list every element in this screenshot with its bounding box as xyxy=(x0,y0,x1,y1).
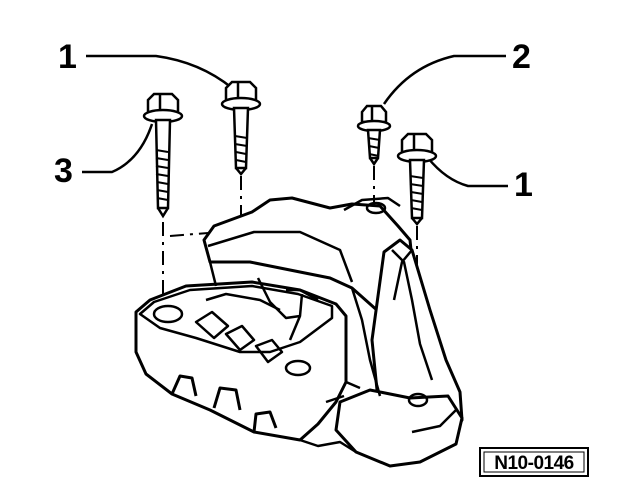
mount-bottom-notches xyxy=(170,374,278,433)
callout-1-right: 1 xyxy=(514,166,533,204)
mount-base-flange xyxy=(334,388,464,468)
bolt-1-right xyxy=(396,132,438,226)
mount-top-face xyxy=(138,284,334,354)
bolt-hole-front-left xyxy=(152,304,184,324)
bolt-hole-base xyxy=(407,392,429,408)
callout-1-top-left: 1 xyxy=(58,38,77,76)
leader-line-1-right xyxy=(427,157,508,188)
reference-code-box: N10-0146 xyxy=(479,447,589,477)
bolt-3 xyxy=(142,92,184,219)
leader-line-2 xyxy=(382,54,506,105)
mount-upper-housing xyxy=(202,196,414,322)
engine-mount-body xyxy=(134,196,464,468)
reference-code: N10-0146 xyxy=(494,453,573,474)
mount-detail-lines xyxy=(152,196,457,454)
callout-3-left: 3 xyxy=(54,152,73,190)
bolt-hole-front-right xyxy=(284,359,312,377)
bolt-1-left xyxy=(220,80,262,176)
bolt-hole-top xyxy=(365,201,387,215)
leader-line-3 xyxy=(82,123,154,174)
leader-line-1-top xyxy=(86,54,233,89)
leader-lines xyxy=(82,54,508,188)
bolt-2 xyxy=(356,104,392,167)
callout-2-top-right: 2 xyxy=(512,38,531,76)
